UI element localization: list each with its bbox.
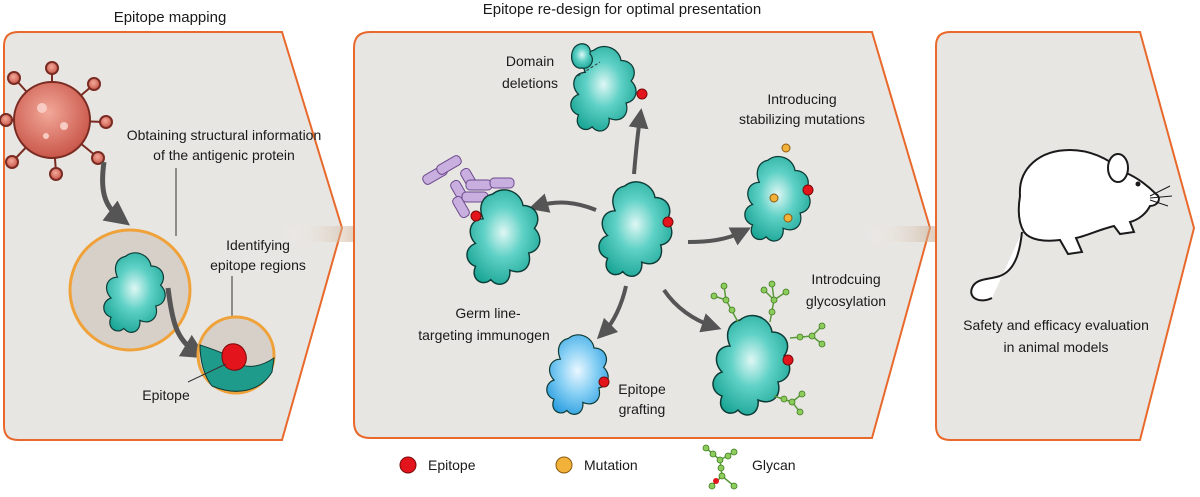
epitope-label: Epitope <box>142 387 190 403</box>
epitope-marker <box>221 343 247 371</box>
panel-2-title: Epitope re-design for optimal presentati… <box>483 1 762 18</box>
grafting-label-1: Epitope <box>618 381 666 397</box>
mouse-eye <box>1135 181 1141 187</box>
mutation-dot-1 <box>781 143 791 153</box>
stabilizing-label-2: stabilizing mutations <box>739 111 865 127</box>
glycan-beads <box>710 280 826 416</box>
panel-1-title: Epitope mapping <box>114 9 227 26</box>
mutation-dot-2 <box>769 193 779 203</box>
grafted-epitope <box>598 376 610 388</box>
arrow-to-stabilizing <box>687 227 751 246</box>
stabilizing-label-1: Introducing <box>767 91 836 107</box>
legend-mutation-label: Mutation <box>584 457 638 473</box>
structural-info-label-1: Obtaining structural information <box>127 127 322 143</box>
center-epitope <box>662 216 674 228</box>
legend-glycan-swatch <box>702 444 738 490</box>
domain-deletion-label-1: Domain <box>506 53 554 69</box>
epitope-callout <box>187 363 227 383</box>
virus-to-protein-arrow <box>100 161 130 226</box>
identifying-label-1: Identifying <box>226 237 290 253</box>
germline-epitope <box>470 210 482 222</box>
glycosylation-label-2: glycosylation <box>806 293 886 309</box>
structural-info-label-2: of the antigenic protein <box>153 147 295 163</box>
arrow-to-glycosylation <box>662 288 722 333</box>
antibody-icon <box>422 155 515 219</box>
legend-epitope-swatch <box>399 456 417 474</box>
virus-icon <box>0 61 113 181</box>
mouse-icon <box>970 148 1160 302</box>
glycosylation-label-1: Introdcuing <box>811 271 880 287</box>
deletion-epitope <box>636 88 648 100</box>
mouse-whiskers <box>1149 185 1173 207</box>
germline-label-2: targeting immunogen <box>418 327 550 343</box>
legend-epitope-label: Epitope <box>428 457 476 473</box>
stabilized-epitope <box>802 184 814 196</box>
domain-deletion-label-2: deletions <box>502 75 558 91</box>
germline-label-1: Germ line- <box>455 305 521 321</box>
transition-arrow-2 <box>862 214 988 254</box>
transition-arrow-1 <box>280 214 412 254</box>
glyco-epitope <box>782 354 794 366</box>
evaluation-label-1: Safety and efficacy evaluation <box>963 317 1149 333</box>
deleted-domain-fragment <box>570 43 594 69</box>
panel-epitope-mapping: Epitope mapping Obtaining structural inf… <box>0 9 344 441</box>
identifying-label-2: epitope regions <box>210 257 306 273</box>
evaluation-label-2: in animal models <box>1003 339 1108 355</box>
panel-evaluation: Safety and efficacy evaluation in animal… <box>935 31 1196 441</box>
panel-epitope-redesign: Epitope re-design for optimal presentati… <box>353 1 932 439</box>
legend-glycan-label: Glycan <box>752 457 796 473</box>
zoom-arrow <box>165 287 207 359</box>
deletion-line <box>577 61 601 77</box>
legend: Epitope Mutation Glycan <box>399 444 796 490</box>
grafting-label-2: grafting <box>619 401 666 417</box>
arrow-to-domain-deletion <box>628 108 649 175</box>
arrow-to-grafting <box>596 285 628 340</box>
arrow-to-germline <box>528 193 597 213</box>
legend-mutation-swatch <box>555 456 573 474</box>
mutation-dot-3 <box>783 213 793 223</box>
